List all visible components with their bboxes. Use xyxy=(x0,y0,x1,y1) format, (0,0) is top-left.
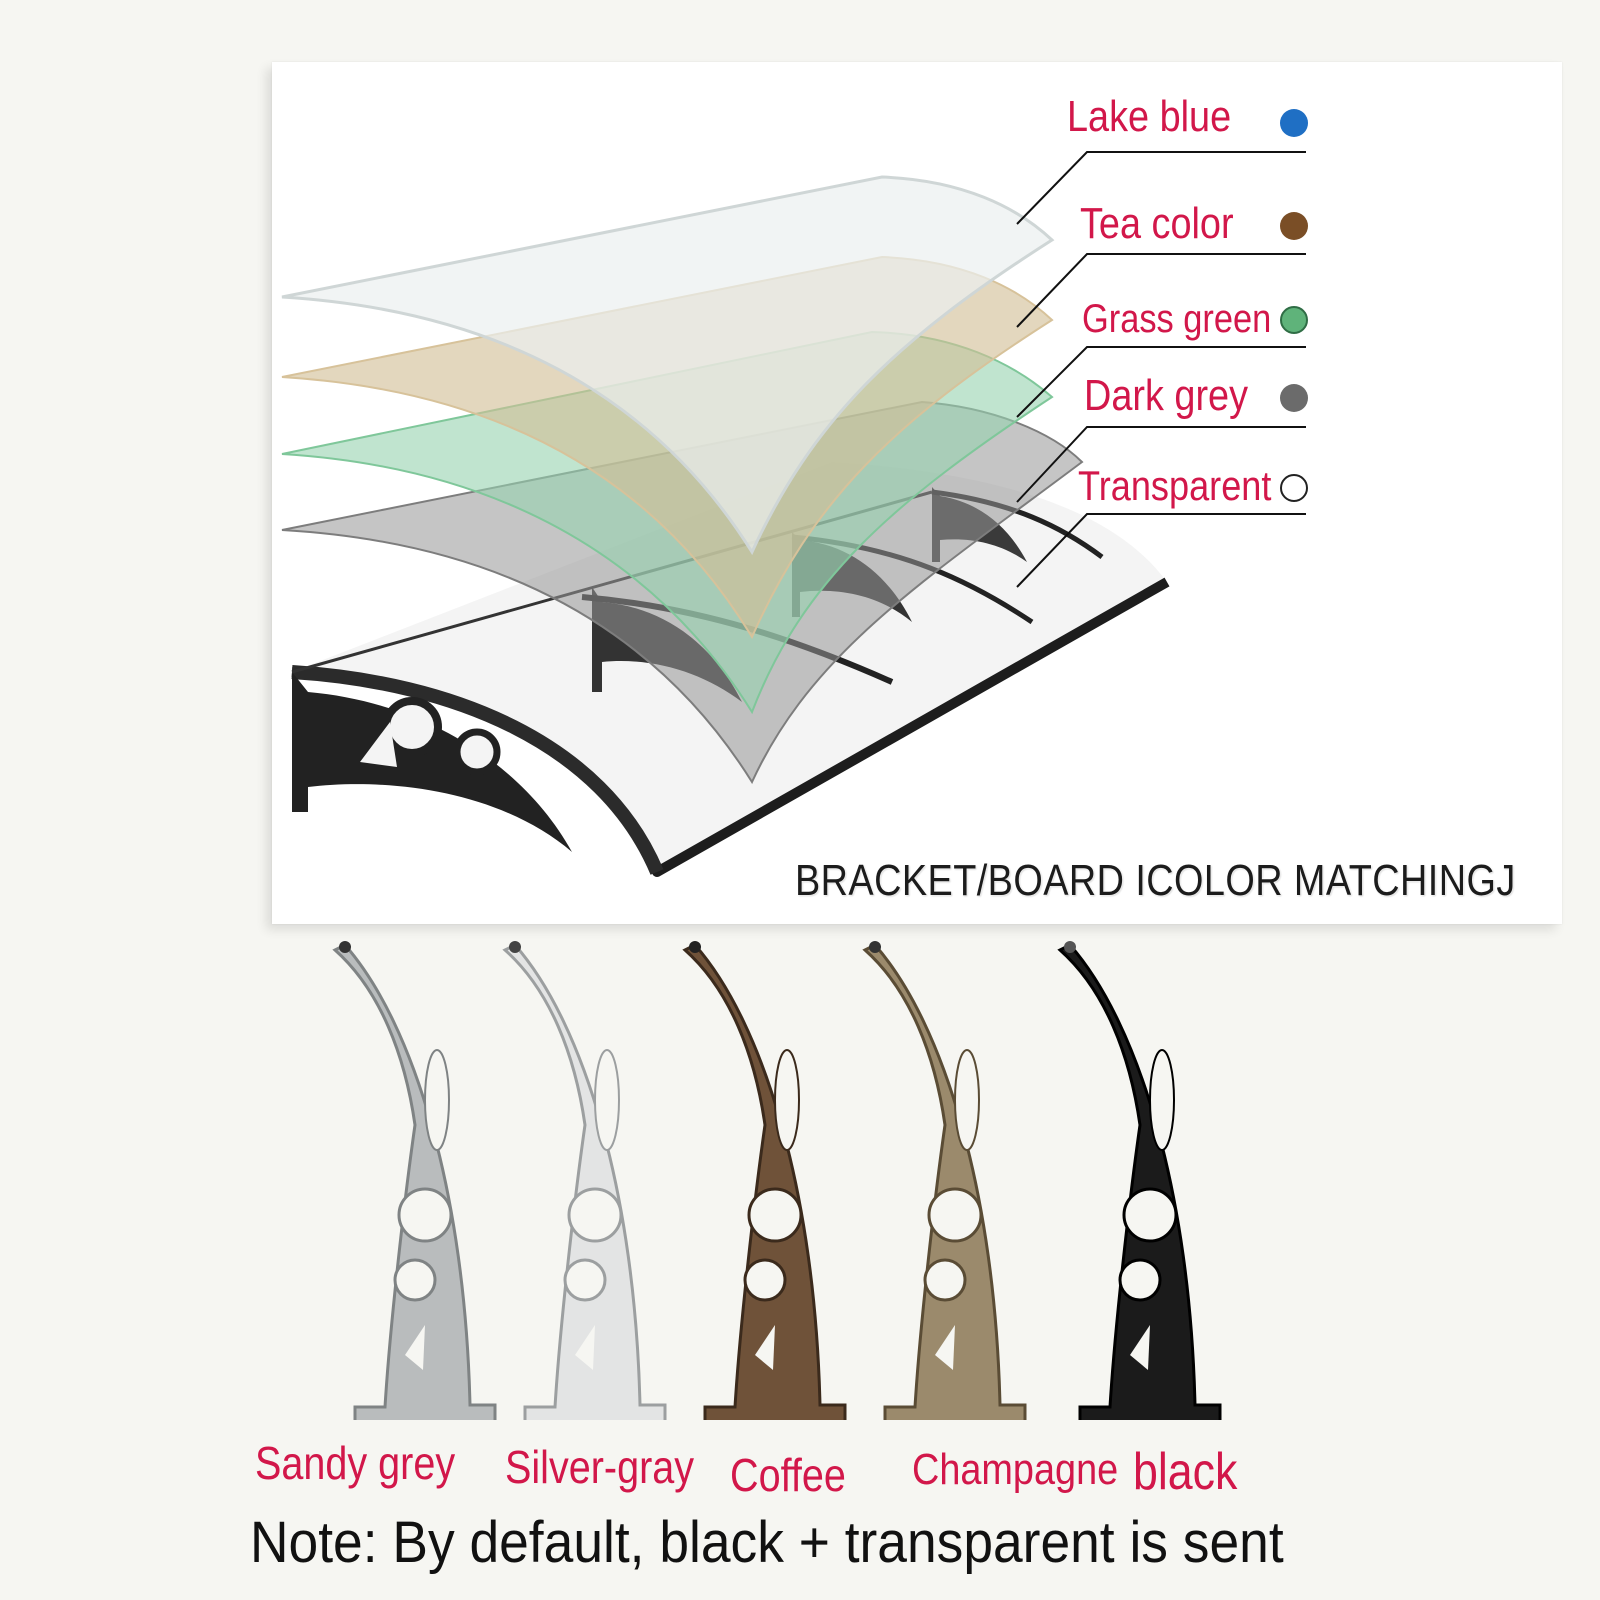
bracket-label-champagne: Champagne xyxy=(912,1445,1119,1494)
brackets-row xyxy=(332,941,1222,1420)
bracket-coffee xyxy=(682,941,847,1420)
legend-label-tea-color: Tea color xyxy=(1080,199,1234,248)
matching-title: BRACKET/BOARD ICOLOR MATCHINGJ xyxy=(795,856,1516,905)
swatch-transparent xyxy=(1280,474,1308,502)
legend-label-grass-green: Grass green xyxy=(1082,297,1272,341)
legend-leader-lines xyxy=(1016,151,1306,588)
swatch-grass-green xyxy=(1280,306,1308,334)
bracket-label-silver-gray: Silver-gray xyxy=(505,1441,695,1493)
legend-label-transparent: Transparent xyxy=(1078,462,1272,509)
bracket-label-coffee: Coffee xyxy=(730,1449,846,1501)
legend-label-dark-grey: Dark grey xyxy=(1084,371,1249,420)
bracket-sandy-grey xyxy=(332,941,497,1420)
bracket-black xyxy=(1057,941,1222,1420)
awning-layers-diagram xyxy=(281,151,1306,877)
swatch-lake-blue xyxy=(1280,109,1308,137)
bracket-champagne xyxy=(862,941,1027,1420)
swatch-dark-grey xyxy=(1280,384,1308,412)
sheet-lake-blue xyxy=(281,175,1055,556)
bracket-silver-gray xyxy=(502,941,667,1420)
legend-label-lake-blue: Lake blue xyxy=(1067,92,1232,141)
swatch-tea-color xyxy=(1280,212,1308,240)
awning-illustration-panel: Lake blue Tea color Grass green Dark gre… xyxy=(272,62,1562,924)
bracket-label-black: black xyxy=(1133,1443,1238,1501)
bracket-label-sandy-grey: Sandy grey xyxy=(255,1437,456,1489)
default-shipping-note: Note: By default, black + transparent is… xyxy=(250,1510,1284,1575)
